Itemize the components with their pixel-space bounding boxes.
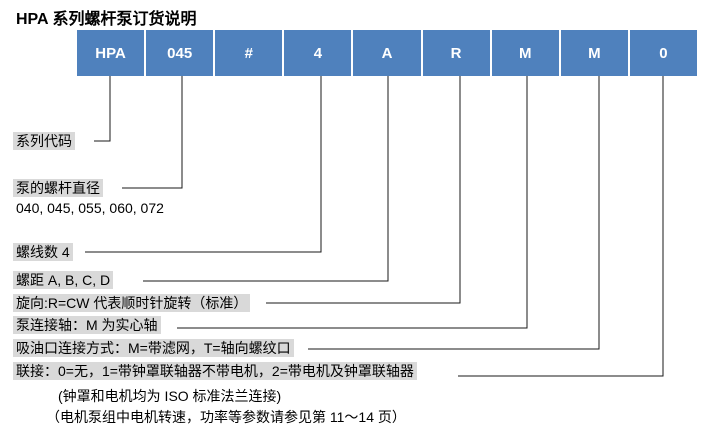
label-rotation: 旋向:R=CW 代表顺时针旋转（标准） [13,294,251,312]
connector-suction [308,76,600,350]
label-diameter-options: 040, 045, 055, 060, 072 [16,200,164,216]
code-box-suction: M [560,30,628,76]
connector-shaft [177,76,528,329]
connector-pitch [143,76,389,282]
code-box-diameter: 045 [146,30,214,76]
code-box-thread-count: 4 [284,30,352,76]
connector-rotation [266,76,461,304]
connector-coupling [458,76,664,377]
label-shaft: 泵连接轴：M 为实心轴 [13,316,161,334]
note-flange: (钟罩和电机均为 ISO 标准法兰连接) [58,388,282,404]
code-box-coupling: 0 [629,30,697,76]
code-box-shaft: M [491,30,559,76]
label-suction: 吸油口连接方式：M=带滤网，T=轴向螺纹口 [13,339,294,357]
label-thread-count: 螺线数 4 [13,243,73,261]
code-box-placeholder: # [215,30,283,76]
code-box-rotation: R [422,30,490,76]
connector-screw-diameter [122,76,183,189]
page-title: HPA 系列螺杆泵订货说明 [16,11,197,28]
label-pitch: 螺距 A, B, C, D [13,271,114,289]
code-box-series: HPA [77,30,145,76]
label-coupling: 联接：0=无，1=带钟罩联轴器不带电机，2=带电机及钟罩联轴器 [13,362,417,380]
label-screw-diameter: 泵的螺杆直径 [13,179,103,197]
connector-series-code [94,76,111,142]
label-series-code: 系列代码 [13,132,75,150]
code-box-pitch: A [353,30,421,76]
order-code-row: HPA 045 # 4 A R M M 0 [77,30,697,76]
note-params: （电机泵组中电机转速，功率等参数请参见第 11～14 页） [46,409,406,425]
connector-thread-count [85,76,322,253]
